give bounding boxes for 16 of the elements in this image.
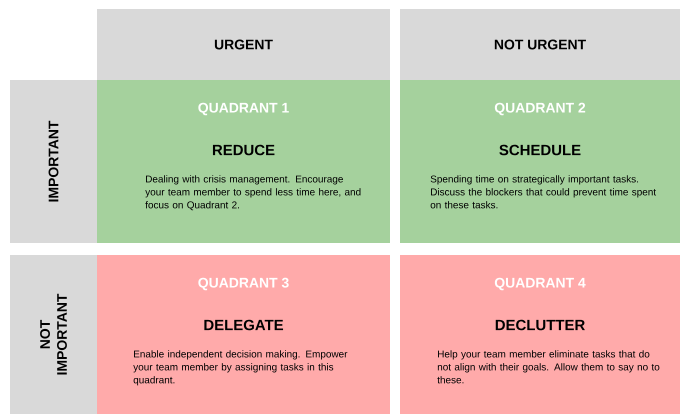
quadrant-number: QUADRANT 4 [494,278,586,290]
column-header: URGENT [97,9,390,80]
quadrant-description: Dealing with crisis management. Encourage your team member to spend less time here, and focus on Quadrant 2. [145,175,360,210]
quadrant-description: Enable independent decision making. Empower your team member by assigning tasks in this quadrant. [133,350,348,386]
row-header: IMPORTANT [10,80,97,243]
quadrant-description: Help your team member eliminate tasks that do not align with their goals. Allow them to say no to these. [437,350,660,384]
quadrant-number: QUADRANT 1 [198,102,289,116]
quadrant-title: DECLUTTER [496,320,585,330]
quadrant-title: REDUCE [212,144,274,156]
column-header: NOT URGENT [400,9,680,80]
row-header: NOT IMPORTANT [10,255,97,414]
quadrant-title: DELEGATE [204,320,284,330]
quadrant-title: SCHEDULE [499,144,580,156]
quadrant-description: Spending time on strategically important tasks. Discuss the blockers that could prevent time spent on these tasks. [430,175,656,208]
quadrant-number: QUADRANT 2 [494,102,586,116]
quadrant-number: QUADRANT 3 [198,278,289,290]
